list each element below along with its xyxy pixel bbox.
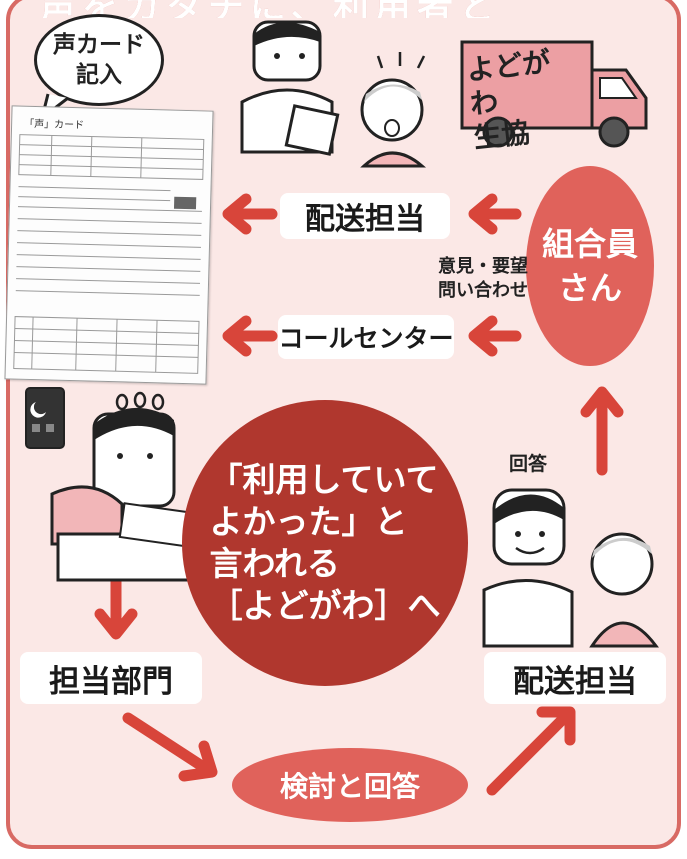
arrow-dept-to-review xyxy=(122,712,218,782)
call-center-label: コールセンター xyxy=(278,315,454,359)
member-label: 組合員 さん xyxy=(541,225,638,307)
review-oval: 検討と回答 xyxy=(232,748,468,822)
staff-person-icon xyxy=(240,20,340,156)
child-icon xyxy=(360,78,427,168)
arrow-delivery-to-card xyxy=(222,193,278,235)
arrow-callcenter-to-card xyxy=(222,315,278,357)
title-fragment: 声をカタチに、利用者と xyxy=(40,0,640,18)
arrow-member-to-callcenter xyxy=(468,315,522,357)
arrow-review-to-delivery xyxy=(486,706,576,796)
worker-at-desk-icon xyxy=(25,387,196,582)
delivery-person-with-child-icon xyxy=(482,488,659,648)
member-oval: 組合員 さん xyxy=(526,166,654,366)
opinion-text: 意見・要望 問い合わせ xyxy=(438,256,528,301)
delivery-staff-label-bottom: 配送担当 xyxy=(484,652,666,704)
form-lines xyxy=(13,134,205,374)
voice-card-form: 「声」カード xyxy=(4,105,214,385)
card-truck-icon xyxy=(173,196,197,210)
truck-icon xyxy=(460,40,648,148)
thinking-marks-icon xyxy=(115,391,165,411)
goal-circle: 「利用していて よかった」と 言われる ［よどがわ］へ xyxy=(182,400,468,686)
surprise-marks-icon xyxy=(376,52,426,69)
voice-card-bubble-text: 声カード 記入 xyxy=(53,32,145,88)
arrow-answer-to-member xyxy=(580,386,624,476)
review-label: 検討と回答 xyxy=(279,770,420,803)
arrow-member-to-delivery xyxy=(468,193,522,235)
answer-text: 回答 xyxy=(508,453,547,475)
voice-card-bubble: 声カード 記入 xyxy=(34,14,164,106)
delivery-staff-label-top: 配送担当 xyxy=(280,193,450,239)
arrow-card-to-dept xyxy=(94,574,138,640)
department-label: 担当部門 xyxy=(20,652,202,704)
goal-text: 「利用していて よかった」と 言われる ［よどがわ］へ xyxy=(209,460,441,625)
